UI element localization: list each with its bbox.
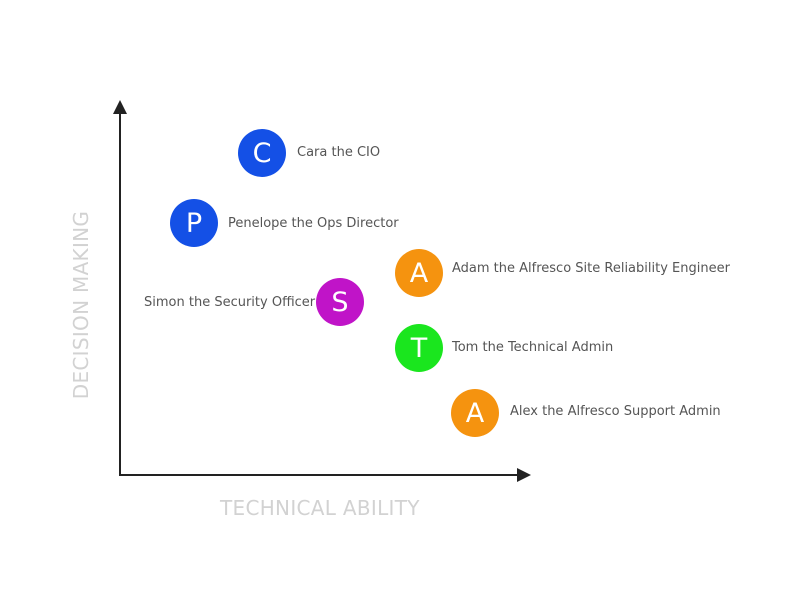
persona-avatar-alex: A [451,389,499,437]
persona-label-cara: Cara the CIO [297,145,381,160]
persona-label-simon: Simon the Security Officer [144,295,316,310]
persona-label-tom: Tom the Technical Admin [452,340,614,355]
y-axis-title: DECISION MAKING [69,210,93,400]
persona-label-adam: Adam the Alfresco Site Reliability Engin… [452,261,730,276]
x-axis-title: TECHNICAL ABILITY [220,496,420,520]
persona-label-penelope: Penelope the Ops Director [228,216,399,231]
persona-avatar-tom: T [395,324,443,372]
persona-avatar-simon: S [316,278,364,326]
persona-avatar-adam: A [395,249,443,297]
y-axis-arrow-icon [113,100,127,114]
persona-label-alex: Alex the Alfresco Support Admin [510,404,721,419]
x-axis-arrow-icon [517,468,531,482]
persona-avatar-penelope: P [170,199,218,247]
persona-avatar-cara: C [238,129,286,177]
